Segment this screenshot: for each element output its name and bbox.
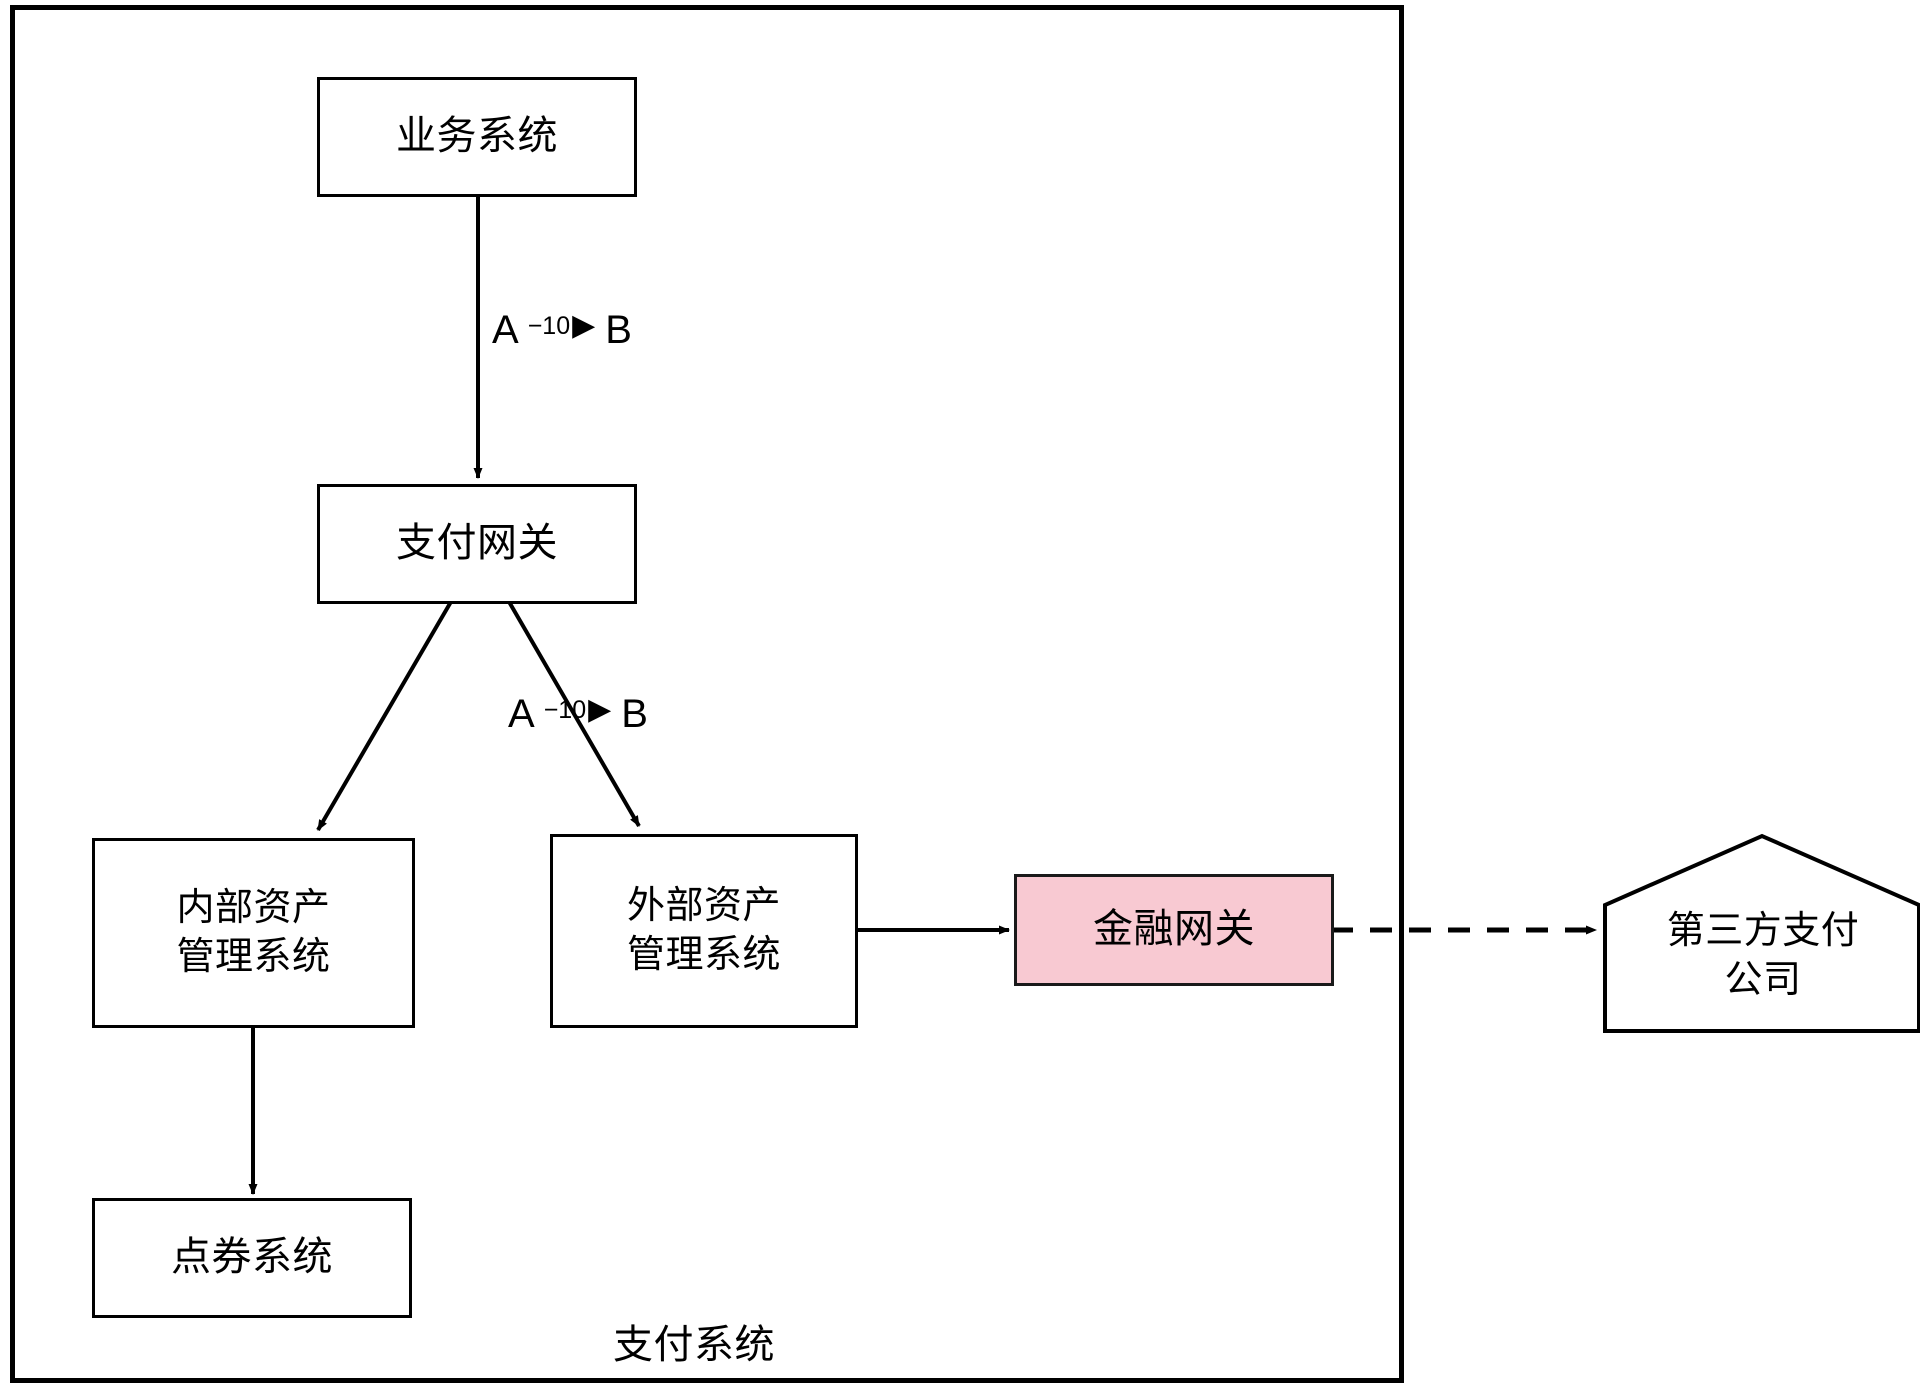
node-third-party-payment-company[interactable]: 第三方支付 公司 (1613, 886, 1913, 1026)
edge-gateway-to-external (506, 598, 641, 828)
arrow-right-icon: ▶ (572, 309, 596, 342)
edge-label-source: A (492, 308, 519, 352)
edge-label-gateway-to-external: A −10 ▶ B (508, 694, 648, 734)
edge-label-amount: −10 (527, 312, 571, 340)
node-payment-gateway-label: 支付网关 (396, 521, 558, 566)
node-external-asset-system-label: 外部资产 管理系统 (626, 885, 781, 976)
node-point-voucher-system[interactable]: 点券系统 (92, 1198, 412, 1318)
node-external-asset-system[interactable]: 外部资产 管理系统 (550, 834, 858, 1028)
node-financial-gateway[interactable]: 金融网关 (1014, 874, 1334, 986)
edge-label-source: A (508, 692, 535, 736)
arrow-right-icon: ▶ (588, 693, 612, 726)
edge-label-amount: −10 (543, 696, 587, 724)
node-payment-gateway[interactable]: 支付网关 (317, 484, 637, 604)
container-payment-system (10, 5, 1404, 1383)
edge-gateway-to-internal (316, 598, 454, 832)
node-third-party-payment-company-label: 第三方支付 公司 (1666, 910, 1860, 1001)
node-internal-asset-system-label: 内部资产 管理系统 (176, 887, 331, 978)
container-label-payment-system: 支付系统 (613, 1323, 775, 1367)
edge-label-business-to-gateway: A −10 ▶ B (492, 310, 632, 350)
node-third-party-payment-company-shape[interactable] (1603, 833, 1920, 1033)
node-point-voucher-system-label: 点券系统 (171, 1235, 333, 1280)
edge-label-target: B (621, 692, 648, 736)
node-internal-asset-system[interactable]: 内部资产 管理系统 (92, 838, 415, 1028)
node-business-system[interactable]: 业务系统 (317, 77, 637, 197)
node-business-system-label: 业务系统 (396, 114, 558, 159)
edge-label-target: B (605, 308, 632, 352)
node-financial-gateway-label: 金融网关 (1093, 907, 1255, 952)
